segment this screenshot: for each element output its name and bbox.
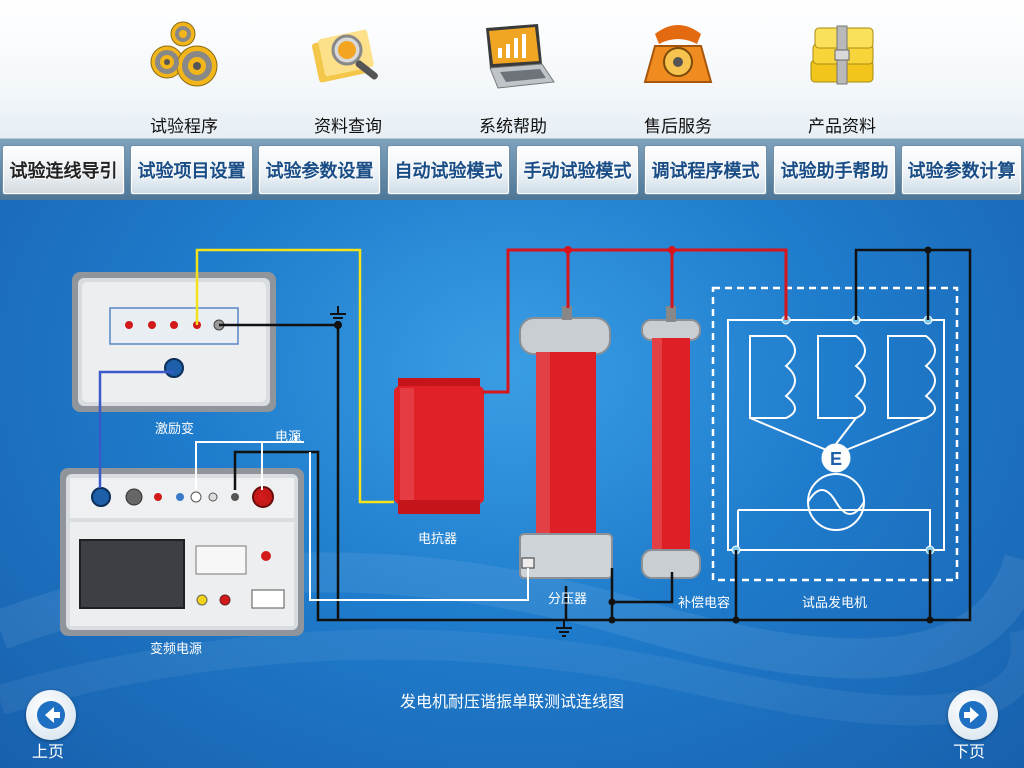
topnav-label: 试验程序: [150, 117, 218, 137]
variable-frequency-power-unit: [60, 468, 304, 636]
topnav-test-procedure[interactable]: 试验程序: [124, 6, 244, 137]
next-page-label[interactable]: 下页: [953, 742, 986, 761]
divider-label: 分压器: [548, 592, 588, 607]
tab-test-assistant-help[interactable]: 试验助手帮助: [773, 145, 896, 195]
generator-symbol: E: [830, 449, 842, 469]
topnav-product-info[interactable]: 产品资料: [782, 6, 902, 137]
generator-under-test: E: [711, 286, 959, 582]
generator-label: 试品发电机: [802, 596, 868, 611]
previous-page-label[interactable]: 上页: [32, 742, 65, 761]
compensation-capacitor: [641, 306, 701, 579]
telephone-icon: [643, 25, 713, 83]
tab-auto-test-mode[interactable]: 自动试验模式: [387, 145, 510, 195]
topnav-label: 产品资料: [808, 117, 876, 137]
laptop-chart-icon: [486, 24, 555, 89]
tab-test-item-settings[interactable]: 试验项目设置: [130, 145, 253, 195]
topnav-label: 系统帮助: [479, 117, 547, 137]
reactor: [394, 378, 484, 514]
tab-wiring-guide[interactable]: 试验连线导引: [2, 145, 125, 195]
search-document-icon: [311, 29, 378, 83]
voltage-divider: [519, 306, 613, 579]
high-voltage-wires: [482, 248, 788, 394]
tab-debug-mode[interactable]: 调试程序模式: [644, 145, 767, 195]
function-tab-bar: 试验连线导引 试验项目设置 试验参数设置 自动试验模式 手动试验模式 调试程序模…: [0, 138, 1024, 200]
tab-test-parameter-calculation[interactable]: 试验参数计算: [901, 145, 1022, 195]
topnav-system-help[interactable]: 系统帮助: [453, 6, 573, 137]
topnav-label: 资料查询: [314, 117, 382, 137]
tab-test-parameter-settings[interactable]: 试验参数设置: [258, 145, 381, 195]
vfd-label: 变频电源: [150, 642, 203, 657]
reactor-label: 电抗器: [418, 532, 458, 547]
topnav-after-sales[interactable]: 售后服务: [618, 6, 738, 137]
exciter-label: 激励变: [155, 422, 195, 437]
diagram-caption: 发电机耐压谐振单联测试连线图: [399, 692, 624, 711]
arrow-left-icon: [37, 701, 65, 729]
archive-icon: [810, 25, 874, 85]
topnav-document-search[interactable]: 资料查询: [288, 6, 408, 137]
arrow-right-icon: [959, 701, 987, 729]
previous-page-button[interactable]: [26, 690, 76, 740]
ground-symbols: [330, 306, 572, 637]
wiring-diagram: E: [0, 246, 1024, 726]
wiring-diagram-panel: E: [0, 200, 1024, 768]
compensation-capacitor-label: 补偿电容: [678, 596, 731, 611]
topnav-label: 售后服务: [644, 117, 712, 137]
exciter-transformer-unit: [72, 272, 276, 412]
power-label: 电源: [275, 430, 302, 445]
gears-icon: [150, 21, 218, 87]
next-page-button[interactable]: [948, 690, 998, 740]
tab-manual-test-mode[interactable]: 手动试验模式: [516, 145, 639, 195]
top-nav-bar: 试验程序 资料查询 系统帮助: [0, 0, 1024, 138]
